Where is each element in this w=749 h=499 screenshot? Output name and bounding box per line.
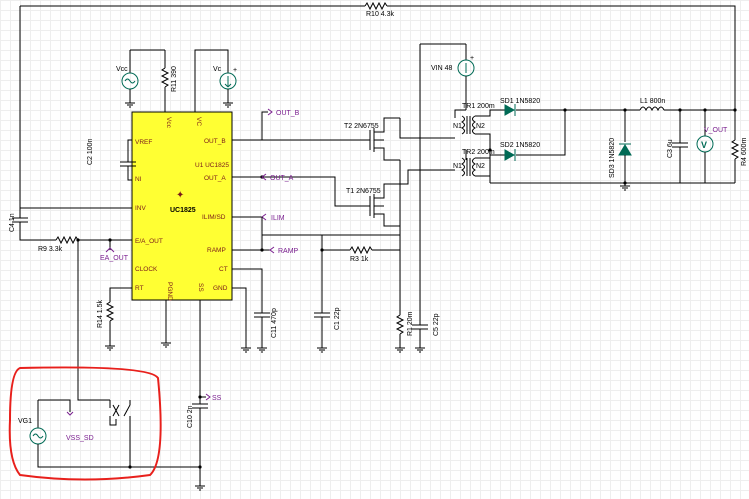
c1-capacitor [314, 235, 330, 353]
chip-name: UC1825 [170, 207, 196, 214]
vcc-source [121, 49, 165, 108]
pin-pgnd: PGND [166, 282, 173, 301]
tr1-n2-label: N2 [476, 123, 485, 130]
c2-label: C2 100n [87, 138, 94, 165]
tr2-transformer [461, 148, 505, 183]
t1-mosfet [369, 169, 455, 227]
out-a-net-label: OUT_A [270, 175, 294, 182]
sd1-label: SD1 1N5820 [500, 98, 540, 105]
r14-label: R14 1.5k [97, 299, 104, 328]
ilim-wire [232, 213, 401, 315]
r3-label: R3 1k [350, 256, 369, 263]
tr1-n1-label: N1 [453, 123, 462, 130]
pin-ct: CT [219, 266, 228, 273]
c11-label: C11 470p [271, 308, 278, 338]
switch-element [109, 400, 131, 467]
pin-vcc: Vcc [165, 117, 172, 129]
r14-resistor [104, 287, 132, 351]
vcc-label: Vcc [116, 66, 128, 73]
vg1-label: VG1 [18, 418, 32, 425]
pin-ss: SS [197, 283, 204, 292]
ilim-net-label: ILIM [271, 215, 285, 222]
pin-rt: RT [135, 285, 144, 292]
vc-source: + [194, 49, 237, 112]
pin-gnd: GND [213, 285, 228, 292]
sd2-label: SD2 1N5820 [500, 142, 540, 149]
ea-out-net-label: EA_OUT [100, 255, 129, 262]
tr1-transformer [454, 109, 505, 150]
out-a-wire [232, 173, 370, 207]
svg-text:+: + [233, 67, 237, 74]
vss-sd-net-label: VSS_SD [66, 435, 94, 442]
tr2-label: TR2 200m [462, 149, 495, 156]
out-b-net-label: OUT_B [276, 110, 300, 117]
highlight-outline [8, 366, 162, 481]
r9-label: R9 3.3k [38, 246, 63, 253]
vc-label: Vc [213, 66, 222, 73]
r11-label: R11 390 [171, 66, 178, 92]
sd3-label: SD3 1N5820 [609, 138, 616, 178]
r1-resistor [394, 314, 406, 353]
vg1-source [29, 240, 202, 469]
t2-mosfet [369, 117, 455, 235]
pin-clock: CLOCK [135, 266, 158, 273]
vin-source: + [419, 43, 475, 325]
tr1-label: TR1 200m [462, 103, 495, 110]
v-out-meter-symbol: V [701, 140, 707, 150]
pin-inv: INV [135, 205, 147, 212]
pin-out-a: OUT_A [204, 175, 226, 182]
pin-vc: VC [195, 117, 202, 126]
pin-vref: VREF [135, 139, 152, 146]
svg-text:+: + [470, 55, 474, 62]
sd1-diode [504, 104, 625, 116]
c10-label: C10 2n [187, 405, 194, 428]
pin-ilim: ILIM/SD [202, 214, 226, 221]
ramp-net-label: RAMP [278, 248, 299, 255]
uc1825-chip [131, 111, 233, 301]
chip-ref: U1 UC1825 [195, 162, 229, 169]
ss-net-label: SS [212, 395, 222, 402]
v-out-net-label: V_OUT [704, 127, 728, 134]
c11-capacitor [232, 268, 270, 353]
r10-label: R10 4.3k [366, 11, 395, 18]
r1-label: R1 20m [407, 311, 414, 336]
c4-label: C4 1n [9, 213, 16, 232]
pgnd-wire [160, 300, 172, 348]
pin-ni: NI [135, 176, 142, 183]
vin-label: VIN 48 [431, 65, 453, 72]
ramp-wire [232, 235, 275, 254]
c5-capacitor [412, 324, 428, 353]
c2-capacitor [120, 139, 136, 181]
ea-out-tag [105, 247, 115, 253]
t2-label: T2 2N6755 [344, 123, 379, 130]
ss-wire [192, 300, 211, 491]
r4-label: R4 600m [741, 137, 748, 166]
r9-resistor [55, 235, 132, 250]
feedback-wire-r10 [19, 1, 736, 215]
r3-resistor [320, 245, 400, 255]
c3-capacitor [672, 110, 688, 183]
r11-resistor [160, 50, 170, 112]
tr2-n2-label: N2 [476, 163, 485, 170]
r4-resistor [730, 108, 740, 183]
pin-ea-out: E/A_OUT [135, 238, 163, 245]
t1-label: T1 2N6755 [346, 188, 381, 195]
sd2-diode [504, 108, 567, 161]
inv-feedback [12, 207, 132, 241]
pin-out-b: OUT_B [204, 138, 226, 145]
ti-logo-icon: ✦ [176, 190, 184, 201]
output-ground-rail [490, 181, 735, 191]
pin-ramp: RAMP [207, 247, 226, 254]
c5-label: C5 22p [433, 313, 440, 336]
c1-label: C1 22p [334, 307, 341, 330]
gnd-pin-wire [232, 287, 252, 353]
v-out-meter [696, 110, 714, 183]
out-b-wire [232, 108, 370, 141]
sd3-diode [618, 108, 632, 183]
tr2-n1-label: N1 [453, 163, 462, 170]
c3-label: C3 6u [667, 139, 674, 158]
l1-label: L1 800n [640, 98, 665, 105]
